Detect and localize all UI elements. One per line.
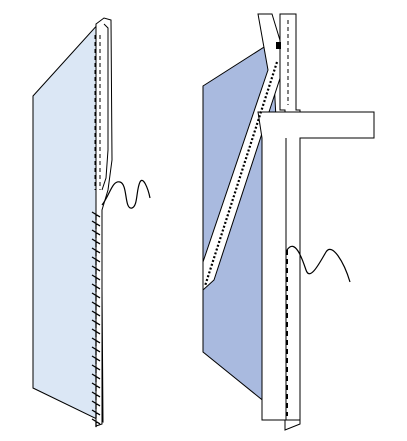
- left-figure: [32, 17, 151, 428]
- right-zipper-stop: [276, 42, 281, 49]
- right-figure: [202, 13, 375, 431]
- left-fabric-panel: [32, 20, 104, 423]
- left-overcast-stitches: [91, 211, 101, 428]
- left-needle-thread-icon: [101, 179, 151, 209]
- right-diagonal-tape: [202, 13, 287, 292]
- right-diagonal-dotted-seam: [203, 61, 279, 287]
- left-tape-fold: [101, 23, 109, 191]
- right-thread-curve-icon: [286, 245, 351, 283]
